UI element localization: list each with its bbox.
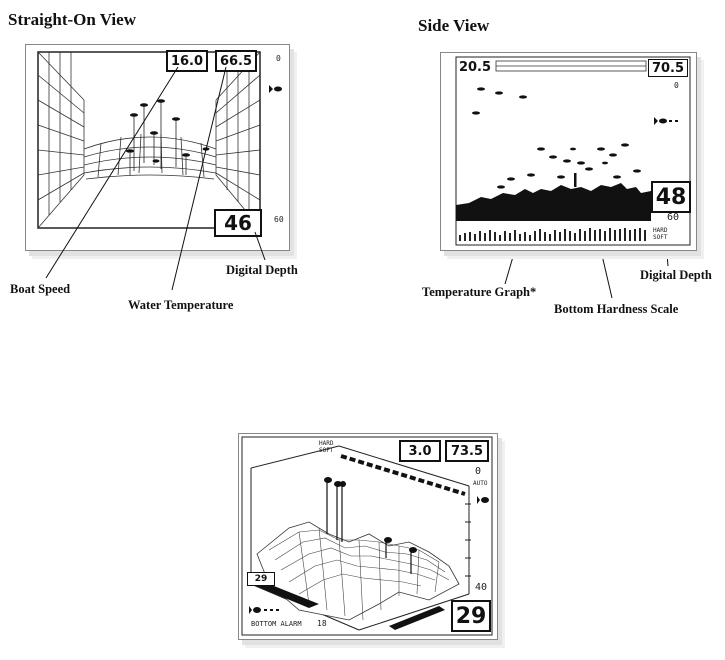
side-hard-label: HARD — [653, 227, 668, 234]
side-soft-label: SOFT — [653, 234, 668, 241]
side-view-sonar-graphic — [455, 56, 691, 246]
perspective-auto-label: AUTO — [473, 480, 488, 487]
boat-speed-callout: Boat Speed — [10, 282, 71, 296]
bottom-alarm-value: 18 — [317, 619, 327, 628]
side-view-title: Side View — [418, 16, 490, 35]
digital-depth-callout-2: Digital Depth — [640, 268, 712, 282]
temp-left-readout: 20.5 — [457, 59, 493, 75]
fish-alarm-icon — [269, 85, 282, 93]
side-depth-scale-top: 0 — [674, 81, 679, 90]
perspective-hard-label: HARD — [319, 440, 334, 447]
perspective-soft-label: SOFT — [319, 447, 334, 454]
perspective-temp-readout: 73.5 — [445, 440, 489, 462]
bottom-alarm-box: 29 — [247, 572, 275, 586]
straight-on-screen: 16.0 66.5 0 60 46 — [25, 44, 290, 251]
digital-depth-readout: 46 — [214, 209, 262, 237]
perspective-sonar-graphic — [241, 436, 493, 636]
straight-on-title: Straight-On View — [8, 10, 136, 29]
bottom-alarm-label: BOTTOM ALARM — [251, 620, 302, 628]
water-temp-callout: Water Temperature — [128, 298, 234, 312]
bottom-hardness-callout: Bottom Hardness Scale — [554, 302, 679, 316]
bottom-alarm-fish-icon — [249, 606, 279, 614]
side-depth-scale-bottom: 60 — [667, 212, 680, 223]
perspective-screen: HARD SOFT 3.0 73.5 0 AUTO 29 40 BOTTOM A… — [238, 433, 498, 640]
perspective-digital-depth-readout: 29 — [451, 600, 491, 632]
fish-alarm-icon-side — [654, 117, 678, 125]
depth-scale-top: 0 — [276, 54, 281, 63]
perspective-scale-top: 0 — [475, 466, 482, 477]
temp-right-readout: 70.5 — [648, 59, 688, 77]
temperature-graph-callout: Temperature Graph* — [422, 285, 537, 299]
side-digital-depth-readout: 48 — [651, 181, 691, 213]
boat-speed-readout: 16.0 — [166, 50, 208, 72]
depth-scale-bottom: 60 — [274, 215, 284, 224]
perspective-speed-readout: 3.0 — [399, 440, 441, 462]
perspective-scale-bottom: 40 — [475, 582, 488, 593]
digital-depth-callout-1: Digital Depth — [226, 263, 298, 277]
side-view-screen: 20.5 70.5 0 48 60 HARD SOFT — [440, 52, 697, 251]
fish-alarm-icon-3d — [477, 496, 489, 504]
water-temp-readout: 66.5 — [215, 50, 257, 72]
